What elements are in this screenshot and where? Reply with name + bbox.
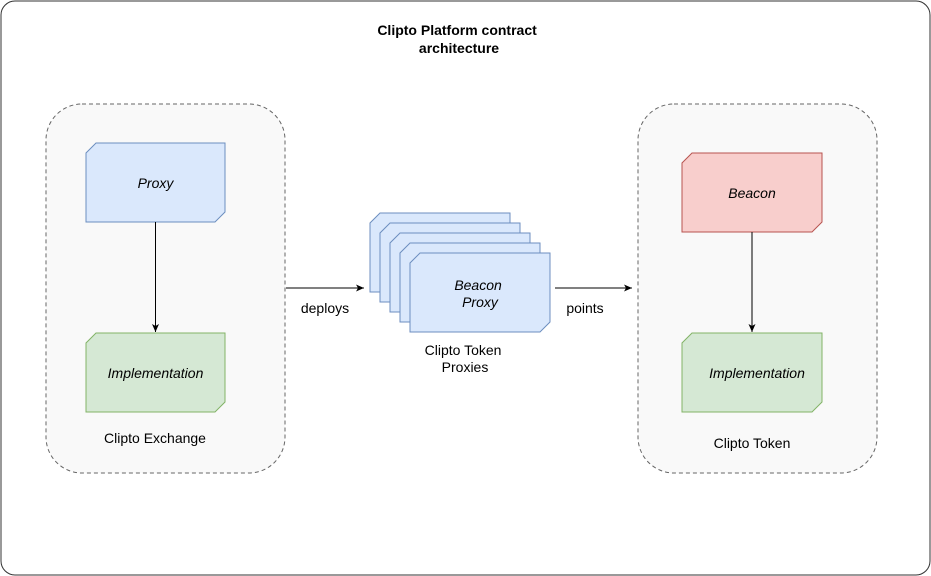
token-beacon-node[interactable] [681,152,823,233]
diagram-title-line-2: architecture [419,40,499,56]
beacon-proxy-front-card[interactable] [409,252,551,333]
exchange-implementation-node[interactable] [85,332,226,413]
exchange-proxy-label: Proxy [138,175,175,191]
exchange-proxy-node[interactable] [85,142,226,223]
exchange-implementation-label: Implementation [108,365,204,381]
token-beacon-label: Beacon [728,185,776,201]
beacon-proxy-caption: Clipto Token Proxies [425,342,506,375]
beacon-proxy-stack: Beacon Proxy Clipto Token Proxies [369,212,551,375]
beacon-proxy-caption-line-2: Proxies [442,359,489,375]
exchange-group-label: Clipto Exchange [104,430,206,446]
beacon-proxy-label-line-1: Beacon [454,277,502,293]
deploys-edge-label: deploys [301,300,349,316]
beacon-proxy-caption-line-1: Clipto Token [425,342,502,358]
diagram-title: Clipto Platform contract architecture [377,22,540,56]
diagram-title-line-1: Clipto Platform contract [377,22,537,38]
exchange-group: Proxy Implementation Clipto Exchange [45,103,286,474]
token-group-label: Clipto Token [714,435,791,451]
points-edge-label: points [566,300,603,316]
token-group: Beacon Implementation Clipto Token [637,103,878,474]
token-implementation-label: Implementation [709,365,805,381]
token-implementation-node[interactable] [681,332,823,413]
beacon-proxy-label: Beacon Proxy [454,277,505,310]
beacon-proxy-label-line-2: Proxy [462,294,499,310]
